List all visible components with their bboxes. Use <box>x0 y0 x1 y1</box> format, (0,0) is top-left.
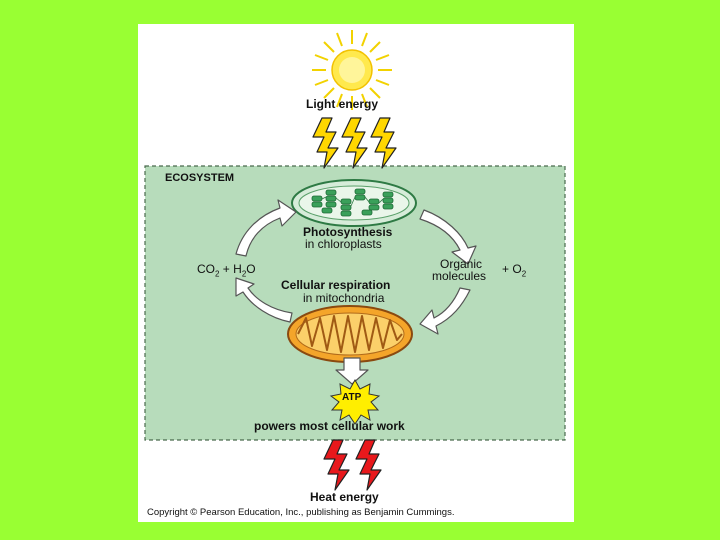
arrow-to-atp <box>335 357 369 385</box>
arrow-to-photosynthesis <box>235 199 297 257</box>
cycle-arrows <box>235 199 477 335</box>
heat-energy-label: Heat energy <box>310 490 379 504</box>
o2-text: O <box>512 262 522 276</box>
atp-label: ATP <box>342 392 362 403</box>
heat-bolt-icon-2 <box>355 439 382 491</box>
co2-subscript: 2 <box>215 269 220 279</box>
arrow-to-co2 <box>235 277 293 323</box>
respiration-label: Cellular respiration <box>281 278 391 292</box>
photosynthesis-label: Photosynthesis <box>303 225 393 239</box>
light-bolt-icon-2 <box>341 117 368 169</box>
chloroplast-icon <box>291 179 417 227</box>
atp-burst-icon <box>329 378 381 425</box>
h2o-text: H <box>233 262 242 276</box>
light-energy-label: Light energy <box>306 97 379 111</box>
light-bolt-icon-1 <box>312 117 339 169</box>
o2-subscript: 2 <box>521 269 527 279</box>
photosynthesis-site-label: in chloroplasts <box>305 237 382 251</box>
light-bolt-icons <box>312 117 397 169</box>
arrow-to-organic <box>419 209 477 265</box>
arrow-to-mitochondria <box>419 287 471 335</box>
sun-icon <box>312 30 392 110</box>
ecosystem-label: ECOSYSTEM <box>165 172 235 184</box>
co2-text: CO <box>197 262 215 276</box>
o2-plus: + <box>502 262 510 276</box>
plus-sign: + <box>222 262 230 276</box>
o2-label: + O2 <box>502 262 526 278</box>
h2o-subscript: 2 <box>241 269 247 279</box>
respiration-site-label: in mitochondria <box>303 291 385 305</box>
heat-bolt-icon-1 <box>323 439 350 491</box>
organic-line1-label: Organic <box>440 257 483 271</box>
organic-line2-label: molecules <box>432 269 487 283</box>
mitochondrion-icon <box>287 305 413 363</box>
reactants-label: CO2 + H2O <box>197 262 256 278</box>
copyright-text: Copyright © Pearson Education, Inc., pub… <box>147 507 455 518</box>
heat-bolt-icons <box>323 439 382 491</box>
light-bolt-icon-3 <box>370 117 397 169</box>
powers-label: powers most cellular work <box>254 419 405 433</box>
h2o-tail: O <box>246 262 256 276</box>
